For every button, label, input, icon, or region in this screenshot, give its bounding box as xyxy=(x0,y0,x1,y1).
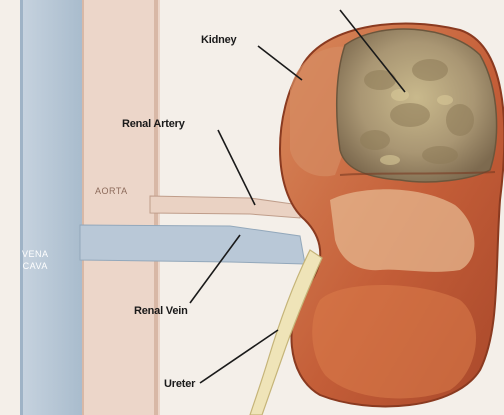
renal-artery-label: Renal Artery xyxy=(122,118,185,130)
kidney-organ xyxy=(280,23,504,406)
vena-cava-label-line1: VENA xyxy=(22,248,49,260)
aorta-label: AORTA xyxy=(95,186,128,196)
vena-cava-label: VENA CAVA xyxy=(22,248,49,272)
ureter-label: Ureter xyxy=(164,378,195,390)
kidney-label: Kidney xyxy=(201,34,236,46)
vena-cava-label-line2: CAVA xyxy=(22,260,49,272)
renal-vein-label: Renal Vein xyxy=(134,305,188,317)
